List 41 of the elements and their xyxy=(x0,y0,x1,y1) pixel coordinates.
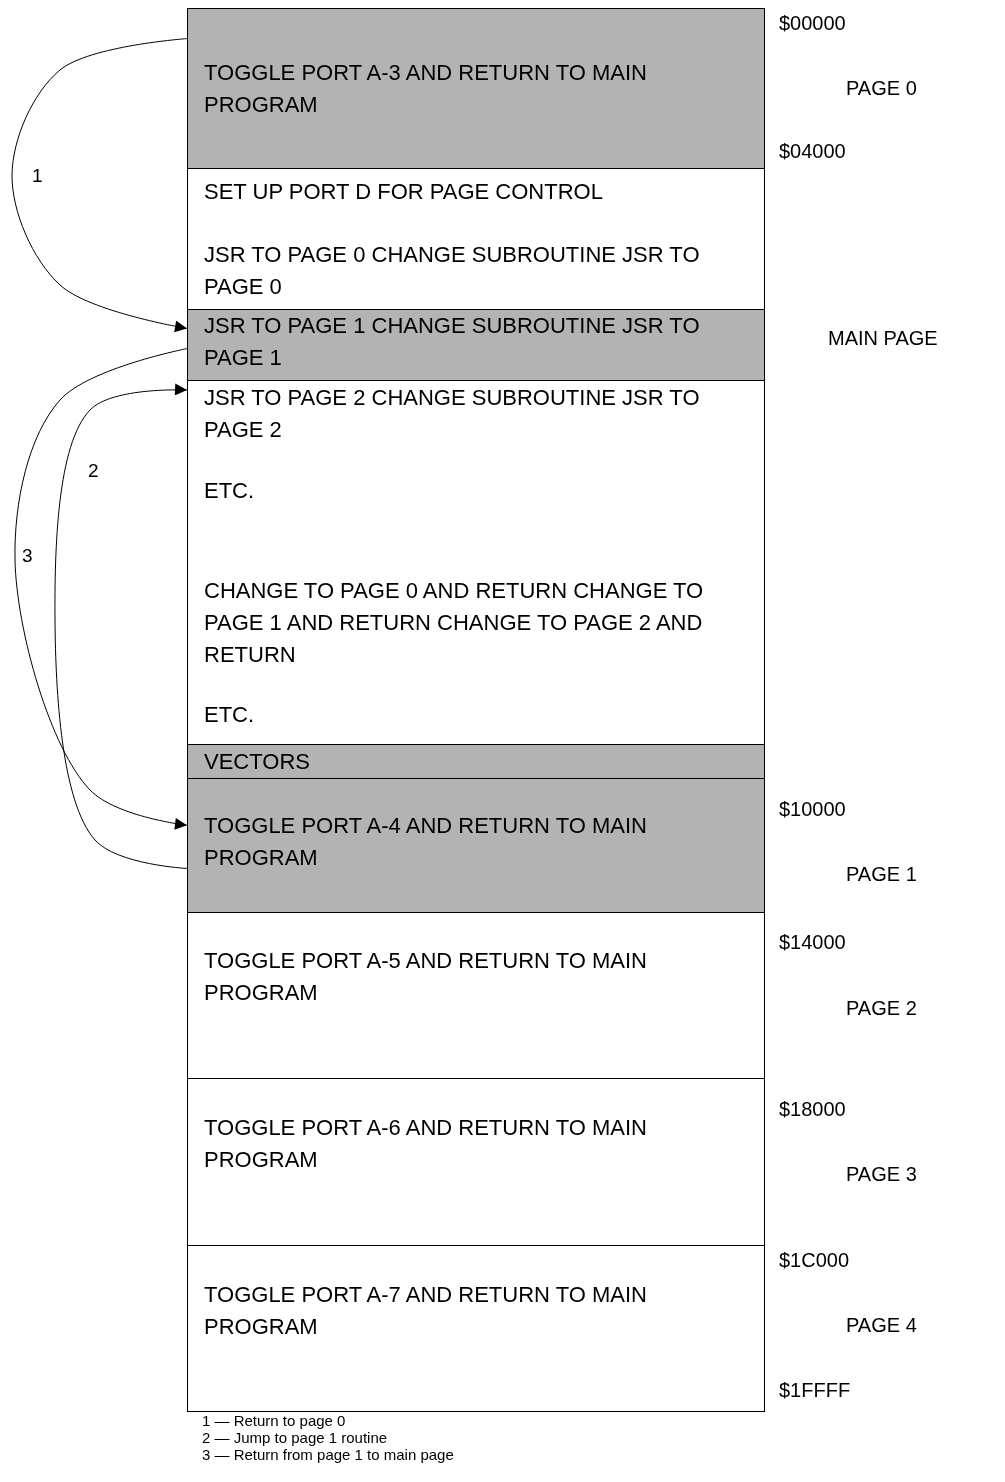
memory-block xyxy=(187,1245,765,1412)
address-label: $04000 xyxy=(779,140,846,163)
address-label: PAGE 3 xyxy=(846,1163,917,1186)
memory-block-text: VECTORS xyxy=(204,748,310,776)
memory-block xyxy=(187,778,765,913)
memory-block xyxy=(187,380,765,745)
note-text: 2 — Jump to page 1 routine xyxy=(202,1429,388,1446)
memory-block-text: ETC. xyxy=(204,477,255,505)
memory-block xyxy=(187,912,765,1079)
note-text: 3 — Return from page 1 to main page xyxy=(202,1446,454,1463)
memory-block-text: JSR TO PAGE 1 CHANGE SUBROUTINE JSR TO PAGE 1 xyxy=(204,312,701,372)
address-label: PAGE 4 xyxy=(846,1314,917,1337)
memory-block-text: ETC. xyxy=(204,701,255,729)
memory-block xyxy=(187,309,765,381)
memory-block-text: CHANGE TO PAGE 0 AND RETURN CHANGE TO PAGE 1 AND RETURN CHANGE TO PAGE 2 AND RETURN xyxy=(204,577,705,669)
arrow xyxy=(11,38,188,333)
memory-block xyxy=(187,8,765,169)
memory-block-text: TOGGLE PORT A-7 AND RETURN TO MAIN PROGRAM xyxy=(204,1281,648,1341)
address-label: $18000 xyxy=(779,1098,846,1121)
memory-block xyxy=(187,1078,765,1246)
address-label: PAGE 0 xyxy=(846,77,917,100)
arrow xyxy=(14,348,188,830)
memory-block-text: TOGGLE PORT A-5 AND RETURN TO MAIN PROGRAM xyxy=(204,947,648,1007)
memory-block-text: TOGGLE PORT A-4 AND RETURN TO MAIN PROGRAM xyxy=(204,812,648,872)
address-label: PAGE 1 xyxy=(846,863,917,886)
note-text: 1 — Return to page 0 xyxy=(202,1412,346,1429)
arrow xyxy=(54,383,188,869)
memory-block xyxy=(187,168,765,310)
address-label: $14000 xyxy=(779,931,846,954)
memory-block xyxy=(187,744,765,779)
memory-block-text: JSR TO PAGE 0 CHANGE SUBROUTINE JSR TO PAGE 0 xyxy=(204,241,701,301)
memory-block-text: SET UP PORT D FOR PAGE CONTROL xyxy=(204,178,603,206)
address-label: MAIN PAGE xyxy=(828,327,938,350)
address-label: PAGE 2 xyxy=(846,997,917,1020)
address-label: $00000 xyxy=(779,12,846,35)
memory-block-text: TOGGLE PORT A-6 AND RETURN TO MAIN PROGRAM xyxy=(204,1114,648,1174)
memory-block-text: TOGGLE PORT A-3 AND RETURN TO MAIN PROGRAM xyxy=(204,59,648,119)
address-label: $1FFFF xyxy=(779,1379,851,1402)
address-label: $10000 xyxy=(779,798,846,821)
memory-block-text: JSR TO PAGE 2 CHANGE SUBROUTINE JSR TO PAGE 2 xyxy=(204,384,701,444)
address-label: $1C000 xyxy=(779,1249,850,1272)
